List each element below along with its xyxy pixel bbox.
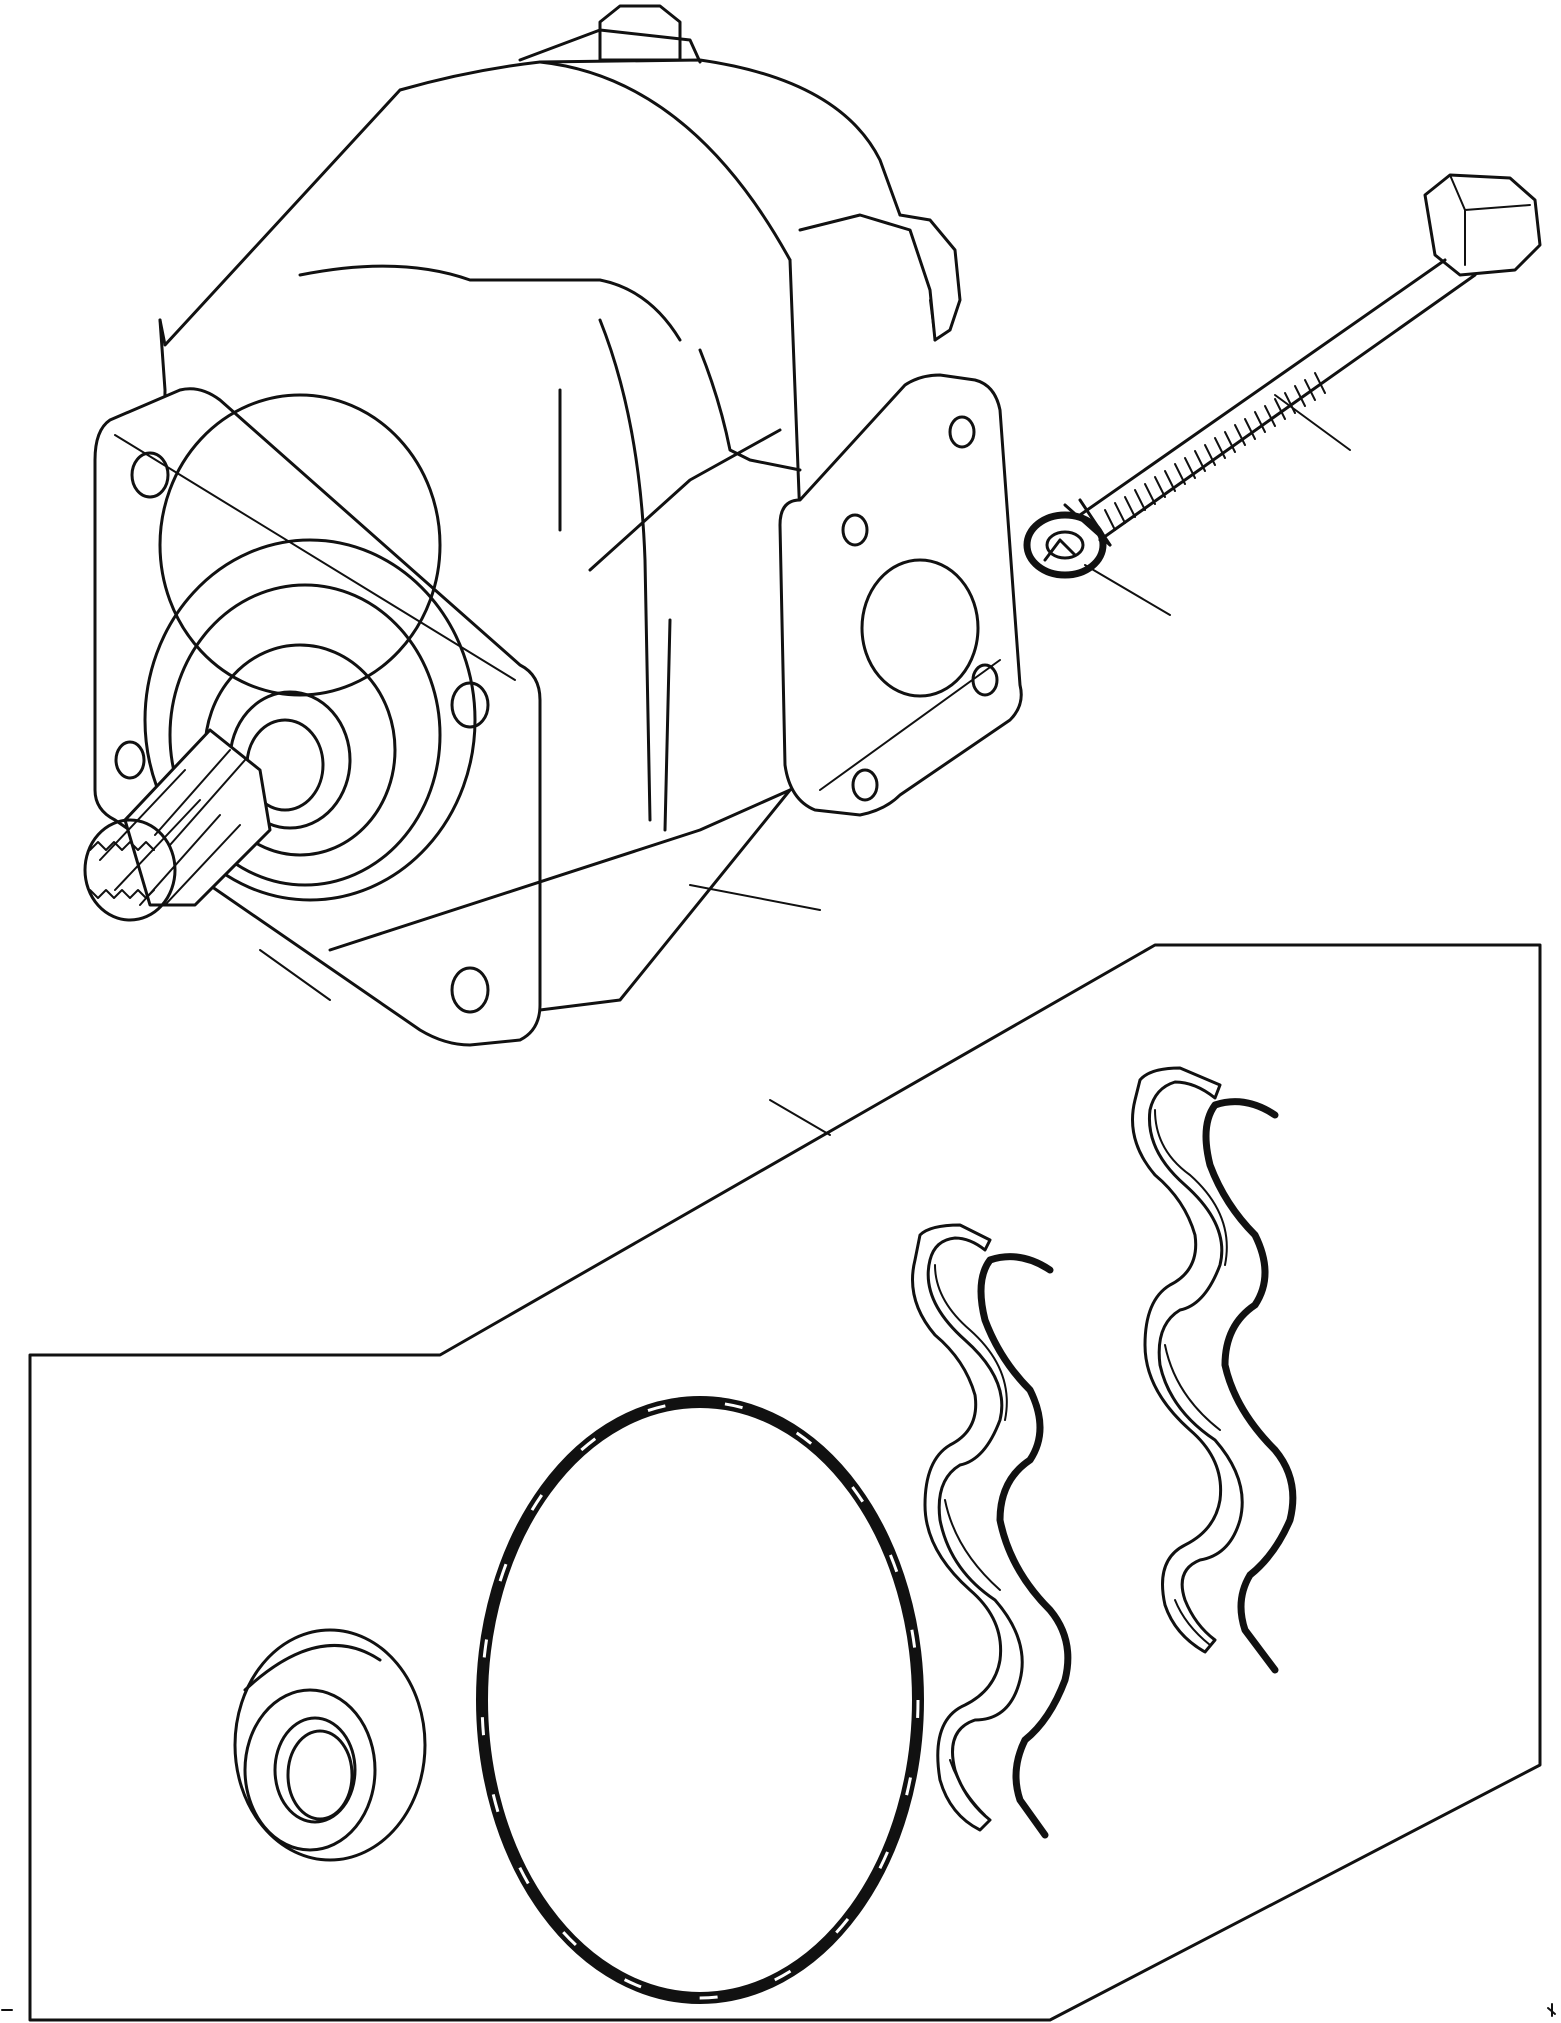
backup-seal-right — [1131, 1066, 1297, 1674]
mounting-bolt — [1063, 173, 1542, 547]
lock-washer — [1023, 511, 1171, 616]
pump-body — [83, 4, 1023, 1047]
oil-seal — [233, 1628, 427, 1862]
seal-kit-panel — [28, 943, 1542, 2022]
backup-seal-left — [911, 1223, 1072, 1839]
o-ring — [476, 1396, 924, 2004]
kit-leader-line — [769, 1099, 831, 1136]
corner-mark-right — [1547, 2003, 1556, 2017]
pump-leader-line — [689, 884, 821, 911]
